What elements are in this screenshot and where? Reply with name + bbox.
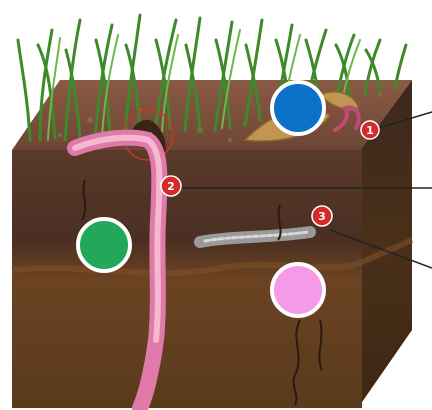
blue-dot	[272, 82, 324, 134]
label-1-number: 1	[366, 124, 374, 137]
label-2: 2	[161, 176, 181, 196]
label-3-number: 3	[318, 210, 326, 223]
label-3: 3	[312, 206, 332, 226]
pink-dot	[272, 264, 324, 316]
green-dot	[78, 219, 130, 271]
label-2-number: 2	[167, 180, 175, 193]
soil-top-face	[12, 80, 412, 150]
label-1: 1	[361, 121, 379, 139]
